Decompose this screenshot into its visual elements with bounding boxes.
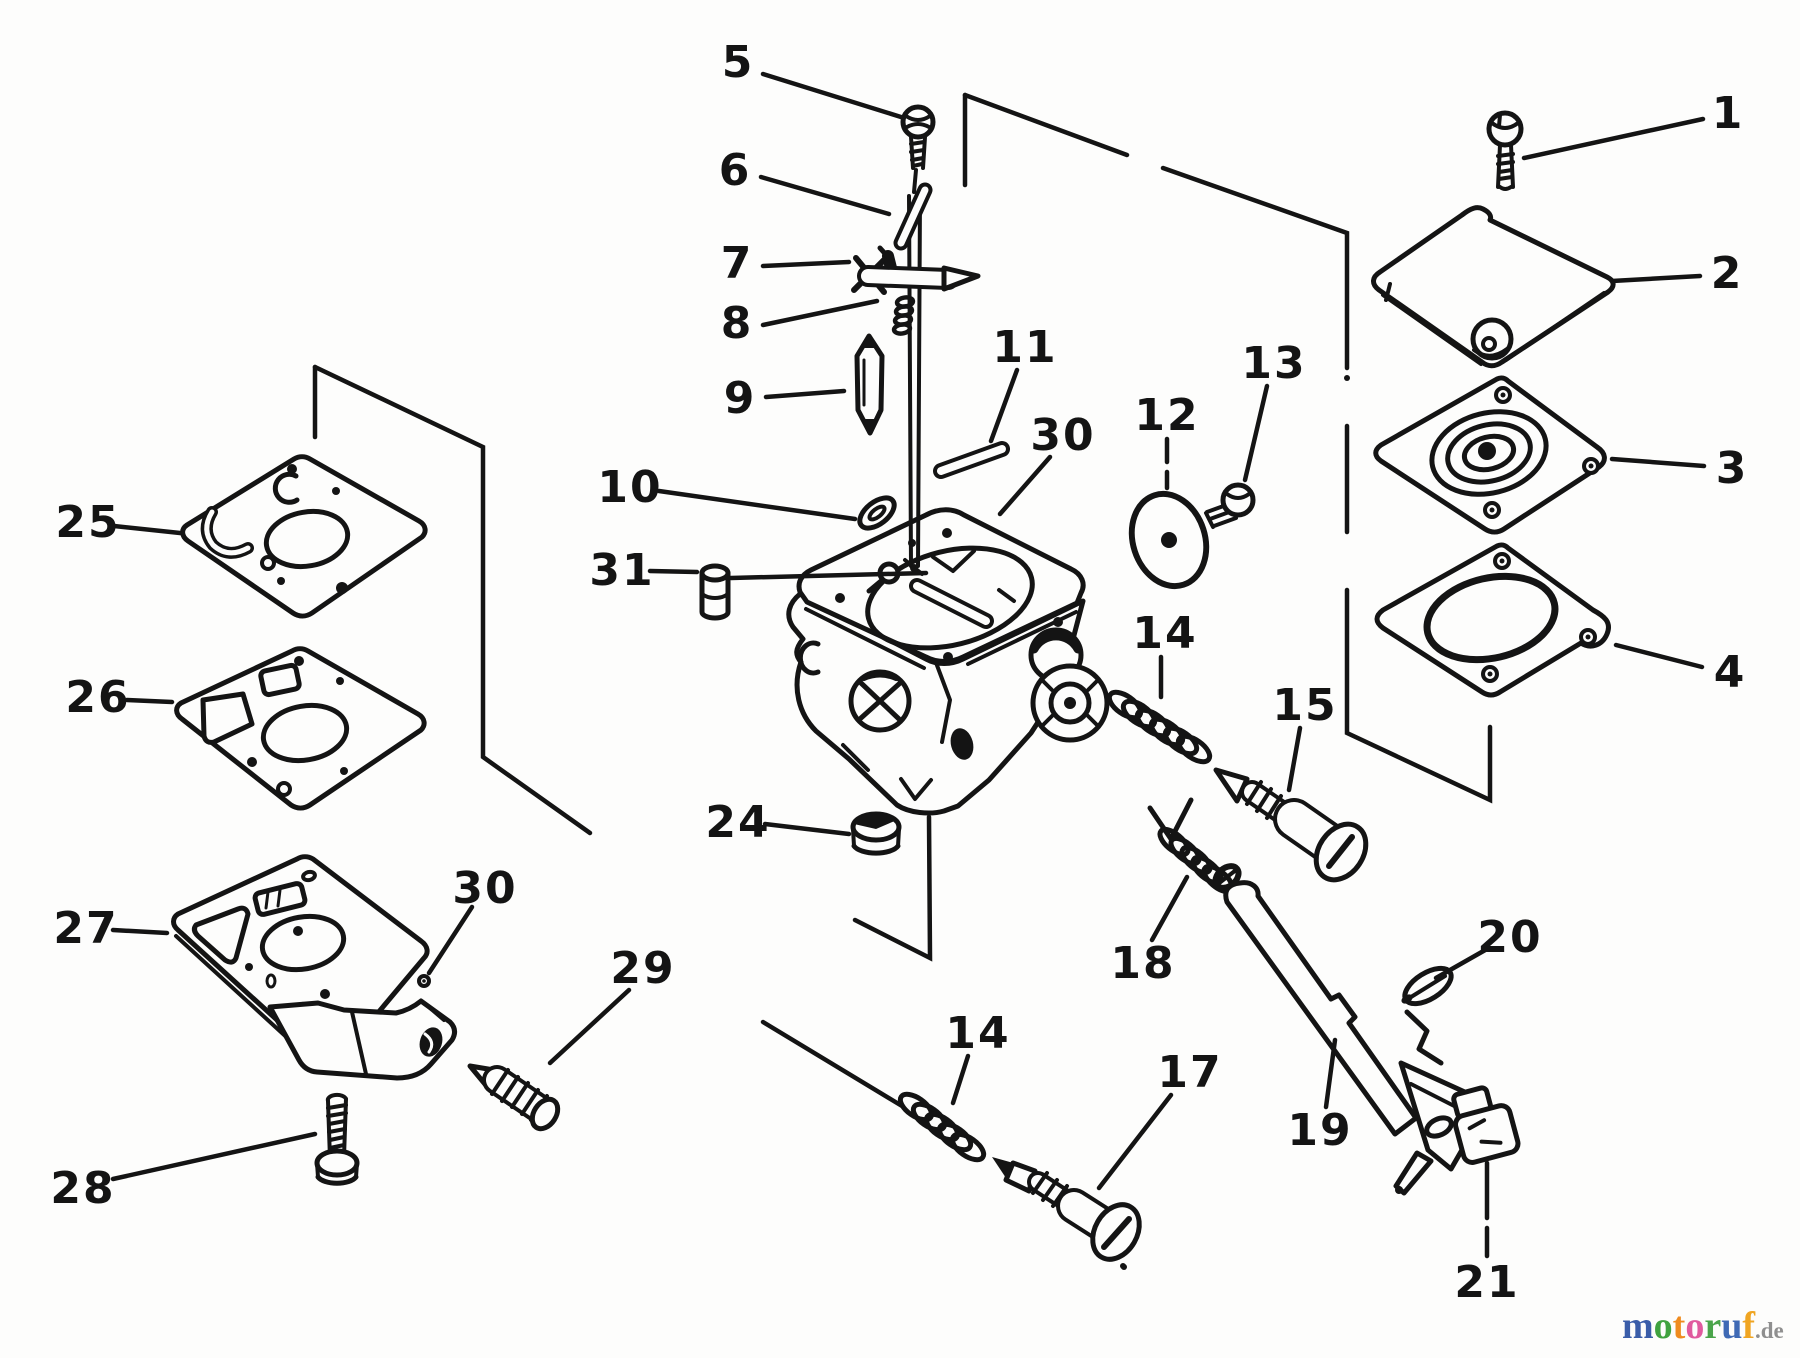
callout-11: 11	[992, 322, 1057, 373]
callout-31: 31	[589, 545, 654, 596]
callout-3: 3	[1716, 443, 1749, 494]
callout-19: 19	[1287, 1105, 1352, 1156]
callout-14a: 14	[1132, 608, 1197, 659]
leader-lines	[110, 71, 1707, 1259]
callout-6: 6	[719, 145, 752, 196]
part-30-carburetor-body	[786, 591, 1110, 816]
logo-letter: r	[1704, 1305, 1722, 1347]
callout-2: 2	[1711, 248, 1744, 299]
part-12-disc	[1128, 490, 1210, 590]
callout-5: 5	[722, 37, 755, 88]
callout-30a: 30	[452, 863, 517, 914]
part-4-gasket	[1374, 542, 1611, 698]
part-24-cup-plug	[850, 811, 902, 856]
witness-lines	[312, 92, 1493, 1269]
callout-24: 24	[705, 797, 770, 848]
part-5-screw	[900, 104, 936, 170]
logo-letter: t	[1672, 1305, 1686, 1347]
callout-25: 25	[55, 497, 120, 548]
part-3-diaphragm	[1373, 375, 1607, 535]
callout-4: 4	[1714, 647, 1747, 698]
part-13-screw	[1204, 482, 1256, 529]
part-18-spring	[1147, 797, 1242, 895]
callout-9: 9	[724, 373, 757, 424]
logo-suffix: .de	[1754, 1318, 1784, 1343]
part-21-nut	[1451, 1085, 1521, 1165]
part-30-pin	[417, 974, 431, 988]
part-25-gasket	[180, 454, 428, 619]
logo-letter: o	[1653, 1305, 1673, 1347]
callout-10: 10	[597, 462, 662, 513]
callout-20: 20	[1477, 912, 1542, 963]
callout-14b: 14	[945, 1008, 1010, 1059]
logo-letter: f	[1742, 1305, 1755, 1347]
callout-29: 29	[610, 943, 675, 994]
callout-8: 8	[721, 298, 754, 349]
callout-labels: 1 2 3 4 5 6 7 8 9 10 11 12 13 14 14 15 1…	[50, 37, 1749, 1308]
part-28-screw	[314, 1092, 360, 1186]
logo-letter: m	[1622, 1305, 1654, 1347]
motoruf-logo: motoruf.de	[1622, 1304, 1800, 1354]
part-29-screw	[467, 1063, 561, 1132]
callout-26: 26	[65, 672, 130, 723]
callout-7: 7	[721, 238, 754, 289]
callout-13: 13	[1241, 338, 1306, 389]
part-7-lever	[851, 245, 981, 295]
part-1-screw	[1486, 110, 1524, 191]
callout-1: 1	[1712, 88, 1745, 139]
part-19-lever	[1223, 880, 1492, 1196]
part-10-ring	[857, 495, 897, 531]
callout-28: 28	[50, 1163, 115, 1214]
logo-letter: u	[1721, 1305, 1743, 1347]
part-17-idle-screw	[992, 1157, 1142, 1270]
part-15-adjust-screw	[1213, 767, 1369, 883]
needle-shaft	[903, 168, 924, 576]
part-6-pin	[893, 182, 933, 251]
callout-17: 17	[1157, 1047, 1222, 1098]
part-31-plug	[699, 563, 731, 621]
part-9-inlet-needle	[854, 333, 885, 436]
body-top-plate	[796, 507, 1086, 670]
callout-15: 15	[1272, 680, 1337, 731]
callout-30b: 30	[1030, 410, 1095, 461]
part-14-spring-upper	[1106, 689, 1213, 765]
callout-12: 12	[1134, 390, 1199, 441]
callout-27: 27	[53, 903, 118, 954]
callout-18: 18	[1110, 938, 1175, 989]
part-14-spring-lower	[897, 1091, 987, 1163]
logo-letter: o	[1685, 1305, 1705, 1347]
part-8-spring	[891, 295, 916, 336]
part-27-plate	[171, 854, 458, 1081]
part-2-pump-cover	[1371, 205, 1616, 369]
part-26-gasket	[174, 646, 427, 811]
callout-21: 21	[1454, 1257, 1519, 1308]
part-11-rod	[933, 441, 1010, 479]
